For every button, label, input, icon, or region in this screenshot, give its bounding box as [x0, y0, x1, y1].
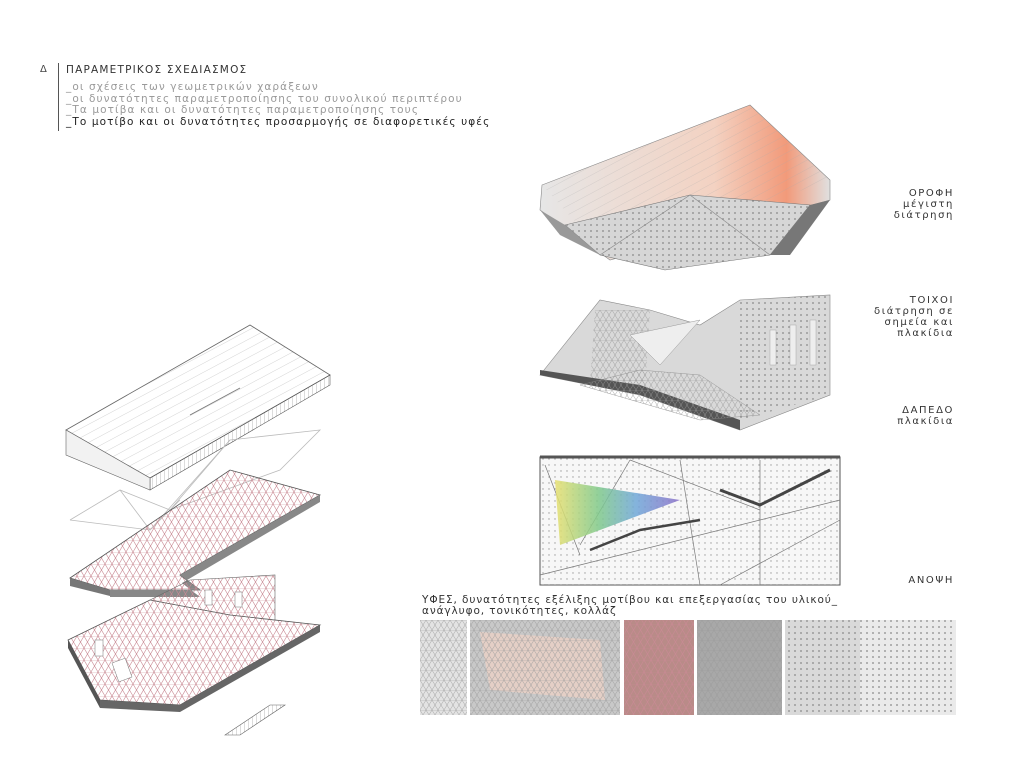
label-roof-sub: μέγιστη	[903, 199, 954, 210]
section-title: ΠΑΡΑΜΕΤΡΙΚΟΣ ΣΧΕΔΙΑΣΜΟΣ	[66, 64, 248, 76]
label-plan-title: ΑΝΟΨΗ	[908, 575, 954, 586]
section-letter: Δ	[40, 64, 48, 75]
walls-floor-layer	[67, 574, 322, 712]
label-roof-sub: διάτρηση	[893, 210, 954, 221]
perforated-roof-layer	[69, 469, 322, 597]
label-walls-sub: πλακίδια	[897, 328, 954, 339]
walls-render	[539, 294, 831, 431]
topic-item-active: _Το μοτίβο και οι δυνατότητες προσαρμογή…	[66, 115, 491, 128]
topic-item: _Τα μοτίβα και οι δυνατότητες παραμετροπ…	[66, 104, 420, 116]
roof-shell-layer	[65, 324, 331, 491]
texture-strip	[420, 620, 956, 715]
textures-caption-line2: ανάγλυφο, τονικότητες, κολλάζ	[422, 605, 617, 617]
label-walls-sub: σημεία και	[884, 317, 954, 328]
label-floor-sub: πλακίδια	[897, 416, 954, 427]
label-floor: ΔΑΠΕΔΟ πλακίδια	[897, 405, 954, 427]
label-roof: ΟΡΟΦΗ μέγιστη διάτρηση	[894, 188, 954, 221]
topic-item: _οι δυνατότητες παραμετροποίησης του συν…	[66, 92, 463, 105]
plan-drawing	[539, 455, 841, 586]
label-walls-title: ΤΟΙΧΟΙ	[909, 295, 954, 306]
label-walls-sub: διάτρηση σε	[874, 306, 954, 317]
roof-render	[539, 104, 831, 271]
topic-item: _οι σχέσεις των γεωμετρικών χαράξεων	[66, 81, 319, 93]
label-walls: ΤΟΙΧΟΙ διάτρηση σε σημεία και πλακίδια	[874, 295, 954, 339]
label-roof-title: ΟΡΟΦΗ	[908, 188, 954, 199]
section-divider	[58, 63, 59, 131]
topic-list: _οι σχέσεις των γεωμετρικών χαράξεων _οι…	[66, 81, 491, 128]
label-floor-title: ΔΑΠΕΔΟ	[902, 405, 954, 416]
stair-fragment	[224, 704, 286, 736]
label-plan: ΑΝΟΨΗ	[908, 575, 954, 586]
textures-caption-line1: ΥΦΕΣ, δυνατότητες εξέλιξης μοτίβου και ε…	[422, 594, 838, 606]
textures-caption: ΥΦΕΣ, δυνατότητες εξέλιξης μοτίβου και ε…	[422, 595, 838, 617]
